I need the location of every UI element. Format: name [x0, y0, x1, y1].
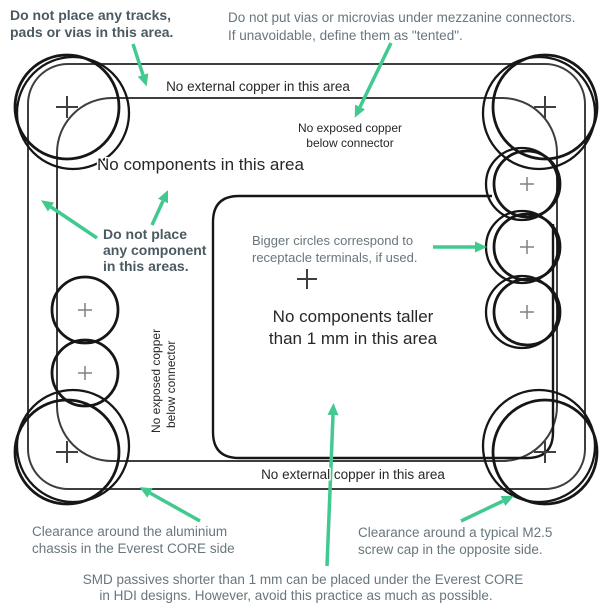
plus-icon	[297, 269, 317, 289]
annotation-smd-note-line-2: in HDI designs. However, avoid this prac…	[99, 588, 492, 603]
annotation-screw-clearance-line-1: Clearance around a typical M2.5	[358, 525, 552, 540]
label-no-components-taller-line-1: No components taller	[273, 307, 434, 326]
clearance-terminal-right-3	[484, 274, 560, 350]
terminal-left-2	[50, 338, 120, 408]
arrow-smd-note-icon	[325, 403, 339, 567]
annotation-screw-clearance-line-2: screw cap in the opposite side.	[358, 542, 543, 557]
arrow-tracks-pads-icon	[131, 43, 149, 87]
annotation-component-area-line-2: any component	[103, 242, 207, 258]
clearance-terminal-right-1	[484, 146, 560, 222]
height-restricted-region-outline	[211, 194, 555, 460]
annotation-vias-tented-line-2: If unavoidable, define them as "tented".	[228, 28, 463, 43]
plus-icon	[534, 441, 556, 463]
label-no-components-taller-line-2: than 1 mm in this area	[269, 329, 438, 348]
plus-icon	[78, 366, 92, 380]
annotation-component-area-line-1: Do not place	[103, 226, 187, 242]
plus-icon	[534, 96, 556, 118]
hole-bottom-right	[491, 398, 599, 506]
label-no-exposed-copper-vertical-line-2: below connector	[164, 341, 178, 428]
annotation-tracks-pads-line-1: Do not place any tracks,	[10, 7, 171, 23]
plus-icon	[520, 240, 534, 254]
plus-icon	[520, 177, 534, 191]
arrow-vias-tented-icon	[354, 42, 393, 118]
label-no-external-copper-bottom: No external copper in this area	[261, 467, 445, 482]
plus-icon	[56, 441, 78, 463]
label-no-external-copper-top: No external copper in this area	[166, 79, 350, 94]
annotation-bigger-circles-line-2: receptacle terminals, if used.	[252, 250, 417, 265]
annotation-bigger-circles-line-1: Bigger circles correspond to	[252, 233, 413, 248]
clearance-top-left	[15, 55, 131, 171]
annotation-chassis-clearance-line-1: Clearance around the aluminium	[32, 524, 227, 539]
plus-icon	[56, 96, 78, 118]
board-outer-outline	[27, 63, 586, 490]
label-no-exposed-copper-top-line-1: No exposed copper	[298, 121, 402, 135]
no-components-region-outline	[56, 97, 558, 462]
label-no-exposed-copper-vertical-line-1: No exposed copper	[149, 329, 163, 433]
annotation-tracks-pads-line-2: pads or vias in this area.	[10, 24, 173, 40]
arrow-component-left-icon	[41, 200, 98, 240]
annotation-component-area-line-3: in this areas.	[103, 258, 189, 274]
annotation-vias-tented-line-1: Do not put vias or microvias under mezza…	[228, 10, 575, 25]
clearance-top-right	[481, 55, 597, 171]
terminal-left-1	[50, 275, 120, 345]
arrow-component-up-icon	[150, 190, 168, 226]
annotation-chassis-clearance-line-2: chassis in the Everest CORE side	[32, 541, 235, 556]
label-no-components: No components in this area	[97, 155, 304, 174]
arrow-screw-clearance-icon	[460, 495, 514, 523]
hole-top-left	[13, 53, 121, 161]
annotation-smd-note-line-1: SMD passives shorter than 1 mm can be pl…	[83, 572, 523, 587]
clearance-bottom-left	[15, 388, 131, 504]
arrow-chassis-clearance-icon	[139, 487, 201, 523]
label-no-exposed-copper-top-line-2: below connector	[306, 136, 393, 150]
hole-top-right	[491, 53, 599, 161]
clearance-bottom-right	[481, 388, 597, 504]
terminal-right-1	[492, 149, 562, 219]
terminal-right-3	[492, 277, 562, 347]
plus-icon	[520, 305, 534, 319]
plus-icon	[78, 303, 92, 317]
